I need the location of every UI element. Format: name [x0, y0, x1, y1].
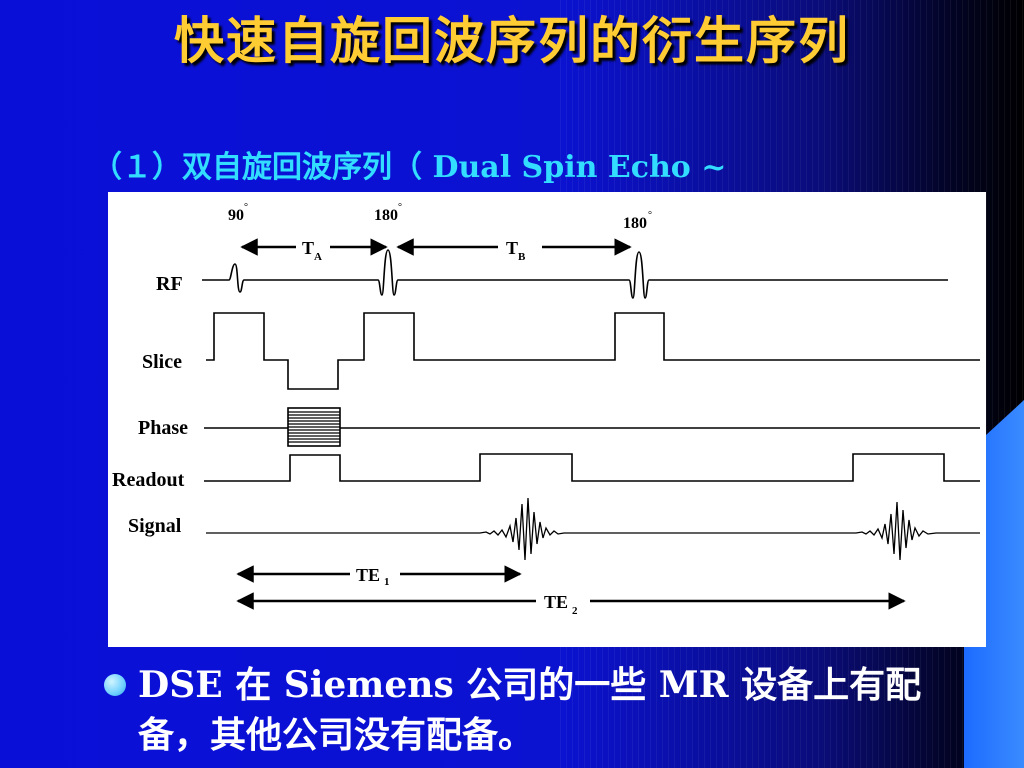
slice-waveform — [206, 312, 980, 390]
sequence-svg: 90 ° 180 ° 180 ° T A T B RF Slice Phase … — [112, 202, 980, 617]
row-label-readout: Readout — [112, 469, 185, 491]
pulse-180a-label: 180 — [374, 207, 398, 224]
te2-subscript: 2 — [572, 605, 578, 617]
bullet-list: DSE 在 Siemens 公司的一些 MR 设备上有配备，其他公司没有配备。 — [104, 660, 984, 760]
te1-subscript: 1 — [384, 576, 390, 588]
pulse-90-label: 90 — [228, 207, 244, 224]
pulse-180a-degree: ° — [398, 202, 402, 213]
phase-encode-steps — [288, 411, 340, 443]
row-label-rf: RF — [156, 273, 183, 295]
slide-title: 快速自旋回波序列的衍生序列 — [174, 12, 850, 70]
bullet-icon — [104, 674, 126, 696]
te1-label: TE — [356, 565, 380, 585]
row-label-phase: Phase — [138, 417, 188, 439]
rf-waveform — [202, 249, 948, 299]
tb-subscript: B — [518, 251, 526, 263]
signal-waveform — [206, 497, 980, 561]
pulse-180b-degree: ° — [648, 210, 652, 221]
pulse-sequence-diagram: 90 ° 180 ° 180 ° T A T B RF Slice Phase … — [108, 192, 986, 647]
pulse-180b-label: 180 — [623, 215, 647, 232]
te2-label: TE — [544, 592, 568, 612]
tb-label: T — [506, 238, 518, 258]
pulse-90-degree: ° — [244, 202, 248, 213]
ta-label: T — [302, 238, 314, 258]
row-label-slice: Slice — [142, 351, 182, 373]
slide-subtitle: （１）双自旋回波序列（ Dual Spin Echo ~ — [92, 150, 727, 185]
bullet-item: DSE 在 Siemens 公司的一些 MR 设备上有配备，其他公司没有配备。 — [138, 664, 922, 756]
row-label-signal: Signal — [128, 515, 182, 537]
readout-waveform — [204, 453, 980, 482]
ta-subscript: A — [314, 251, 322, 263]
